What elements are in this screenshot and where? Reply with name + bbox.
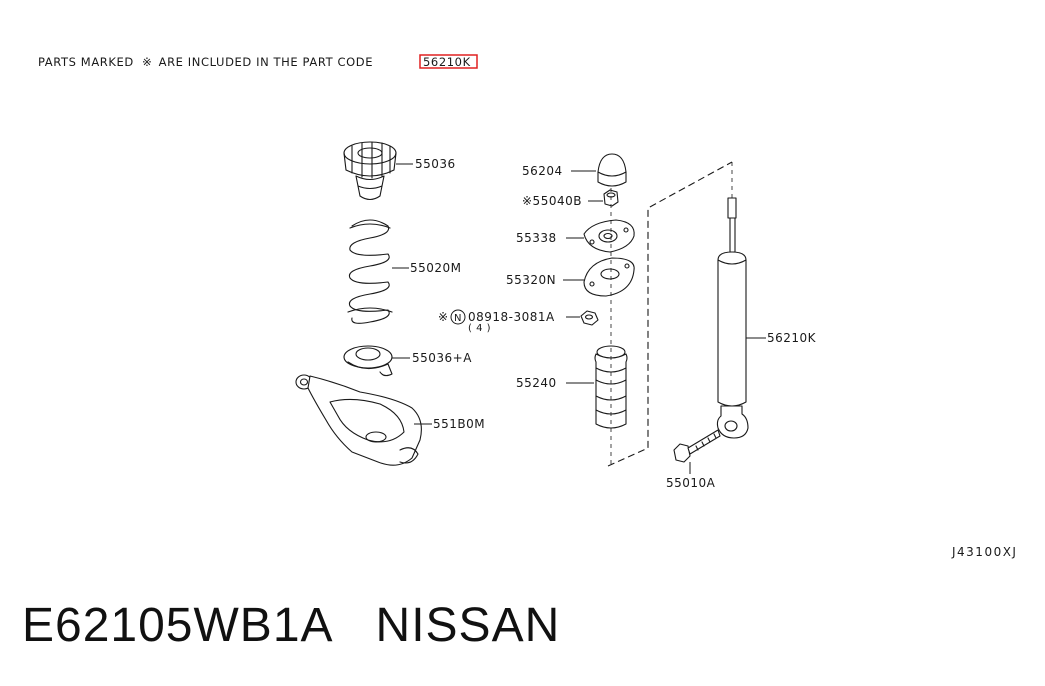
callout-08918-quantity: ( 4 ) — [468, 323, 491, 334]
part-55040B-nut[interactable] — [588, 189, 619, 207]
callout-56204[interactable]: 56204 — [522, 164, 563, 178]
part-55036A-spring-seat[interactable] — [343, 345, 410, 377]
svg-text:N: N — [454, 313, 462, 324]
callout-55036A[interactable]: 55036+A — [412, 351, 472, 365]
diagram-code: J43100XJ — [951, 545, 1017, 559]
callout-55010A[interactable]: 55010A — [666, 476, 716, 490]
part-55020M-coil-spring[interactable] — [347, 219, 409, 324]
asterisk-mark-icon: ※ — [142, 55, 152, 69]
callout-56210K[interactable]: 56210K — [767, 331, 817, 345]
part-55320N-insulator[interactable] — [563, 257, 635, 297]
callout-55240[interactable]: 55240 — [516, 376, 557, 390]
part-551B0M-lower-link[interactable] — [295, 374, 432, 466]
circled-n-icon — [450, 309, 466, 325]
callout-08918-mark: ※ — [438, 310, 449, 324]
part-number: E62105WB1A — [22, 599, 334, 652]
part-55240-bound-bumper[interactable] — [566, 345, 628, 429]
footer-caption: E62105WB1A NISSAN — [22, 598, 602, 653]
part-08918-3081A-nut[interactable] — [566, 310, 599, 326]
notice-text: PARTS MARKED ※ ARE INCLUDED IN THE PART … — [38, 55, 373, 69]
callout-55036[interactable]: 55036 — [415, 157, 456, 171]
part-56210K-shock-absorber[interactable] — [716, 197, 766, 439]
callout-551B0M[interactable]: 551B0M — [433, 417, 485, 431]
brand-name: NISSAN — [375, 599, 561, 652]
part-55338-mount-plate[interactable] — [566, 219, 635, 253]
callout-55320N[interactable]: 55320N — [506, 273, 556, 287]
highlighted-part-code[interactable]: 56210K — [423, 55, 471, 69]
part-code-highlight-box — [419, 54, 478, 69]
callout-55338[interactable]: 55338 — [516, 231, 557, 245]
part-55036-bump-stop[interactable] — [343, 141, 413, 201]
assembly-group-bracket — [607, 161, 733, 467]
callout-55020M[interactable]: 55020M — [410, 261, 462, 275]
callout-55040B[interactable]: ※55040B — [522, 194, 582, 208]
callout-08918-3081A[interactable]: 08918-3081A — [468, 310, 555, 324]
part-55010A-bolt[interactable] — [673, 429, 721, 474]
part-56204-dust-cap[interactable] — [571, 153, 627, 187]
